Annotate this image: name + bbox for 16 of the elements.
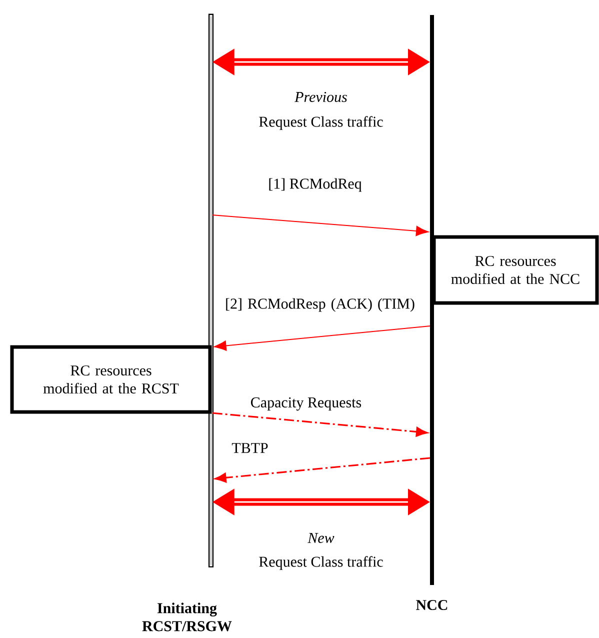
process-box: RC resources modified at the NCC [432, 235, 599, 305]
edge-label: Capacity Requests [251, 397, 362, 411]
phase-label: New [308, 533, 334, 543]
arrow [212, 214, 429, 236]
edge-label: [1] RCModReq [269, 178, 362, 192]
edge-label: [2] RCModResp (ACK) (TIM) [226, 298, 414, 312]
process-box: RC resources modified at the RCST [10, 345, 212, 414]
dash-dot-arrow [212, 412, 428, 437]
arrow [214, 326, 430, 351]
node-label: Initiating RCST/RSGW [142, 602, 232, 632]
edge-label: Request Class traffic [259, 116, 383, 130]
phase-label: Previous [294, 92, 347, 102]
node-label: NCC [416, 600, 448, 610]
edge-label: TBTP [232, 443, 268, 453]
dash-dot-arrow [214, 457, 430, 483]
edge-label: Request Class traffic [259, 556, 383, 570]
